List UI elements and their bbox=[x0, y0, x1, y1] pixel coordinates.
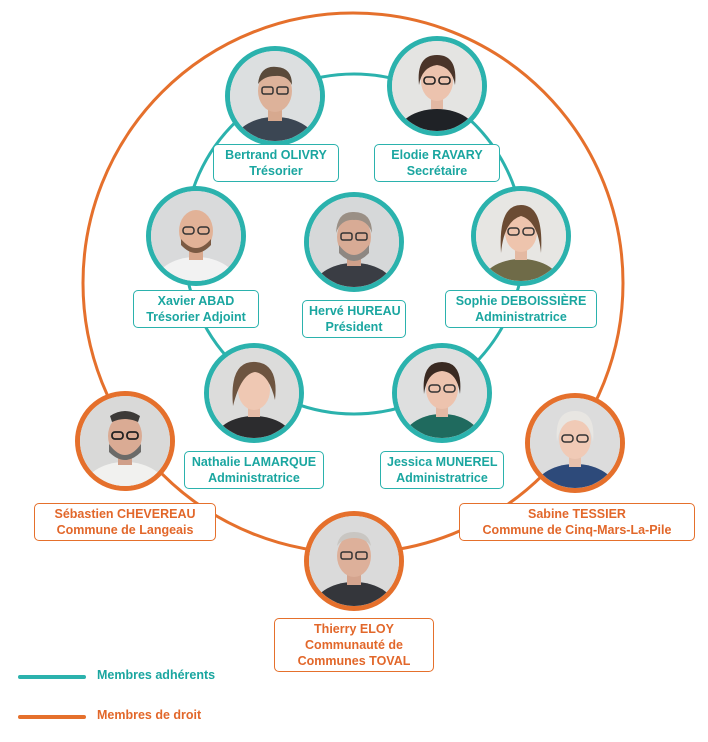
member-role-line-1: Communauté de bbox=[281, 637, 427, 653]
member-label: Nathalie LAMARQUE Administratrice bbox=[184, 451, 324, 489]
avatar bbox=[204, 343, 304, 443]
member-label: Elodie RAVARY Secrétaire bbox=[374, 144, 500, 182]
legend-droit-label: Membres de droit bbox=[97, 708, 201, 722]
legend-adherents-label: Membres adhérents bbox=[97, 668, 215, 682]
avatar bbox=[304, 192, 404, 292]
member-label: Sophie DEBOISSIÈRE Administratrice bbox=[445, 290, 597, 328]
member-name: Sabine TESSIER bbox=[466, 506, 688, 522]
member-role: Président bbox=[309, 319, 399, 335]
member-label: Sébastien CHEVEREAU Commune de Langeais bbox=[34, 503, 216, 541]
member-name: Sophie DEBOISSIÈRE bbox=[452, 293, 590, 309]
member-name: Nathalie LAMARQUE bbox=[191, 454, 317, 470]
member-label: Xavier ABAD Trésorier Adjoint bbox=[133, 290, 259, 328]
avatar bbox=[146, 186, 246, 286]
member-name: Bertrand OLIVRY bbox=[220, 147, 332, 163]
legend-adherents-swatch bbox=[18, 675, 86, 679]
avatar bbox=[304, 511, 404, 611]
member-label: Hervé HUREAU Président bbox=[302, 300, 406, 338]
avatar bbox=[525, 393, 625, 493]
avatar bbox=[471, 186, 571, 286]
member-label: Jessica MUNEREL Administratrice bbox=[380, 451, 504, 489]
member-name: Hervé HUREAU bbox=[309, 303, 399, 319]
member-role: Commune de Cinq-Mars-La-Pile bbox=[466, 522, 688, 538]
member-name: Thierry ELOY bbox=[281, 621, 427, 637]
member-name: Elodie RAVARY bbox=[381, 147, 493, 163]
legend-droit-swatch bbox=[18, 715, 86, 719]
member-role: Administratrice bbox=[452, 309, 590, 325]
member-name: Jessica MUNEREL bbox=[387, 454, 497, 470]
avatar bbox=[75, 391, 175, 491]
member-name: Sébastien CHEVEREAU bbox=[41, 506, 209, 522]
member-role: Trésorier bbox=[220, 163, 332, 179]
member-label: Bertrand OLIVRY Trésorier bbox=[213, 144, 339, 182]
member-role: Secrétaire bbox=[381, 163, 493, 179]
member-name: Xavier ABAD bbox=[140, 293, 252, 309]
avatar bbox=[225, 46, 325, 146]
member-role: Commune de Langeais bbox=[41, 522, 209, 538]
member-role-line-2: Communes TOVAL bbox=[281, 653, 427, 669]
member-role: Administratrice bbox=[191, 470, 317, 486]
member-label: Thierry ELOY Communauté de Communes TOVA… bbox=[274, 618, 434, 672]
member-label: Sabine TESSIER Commune de Cinq-Mars-La-P… bbox=[459, 503, 695, 541]
avatar bbox=[392, 343, 492, 443]
avatar bbox=[387, 36, 487, 136]
member-role: Administratrice bbox=[387, 470, 497, 486]
member-role: Trésorier Adjoint bbox=[140, 309, 252, 325]
